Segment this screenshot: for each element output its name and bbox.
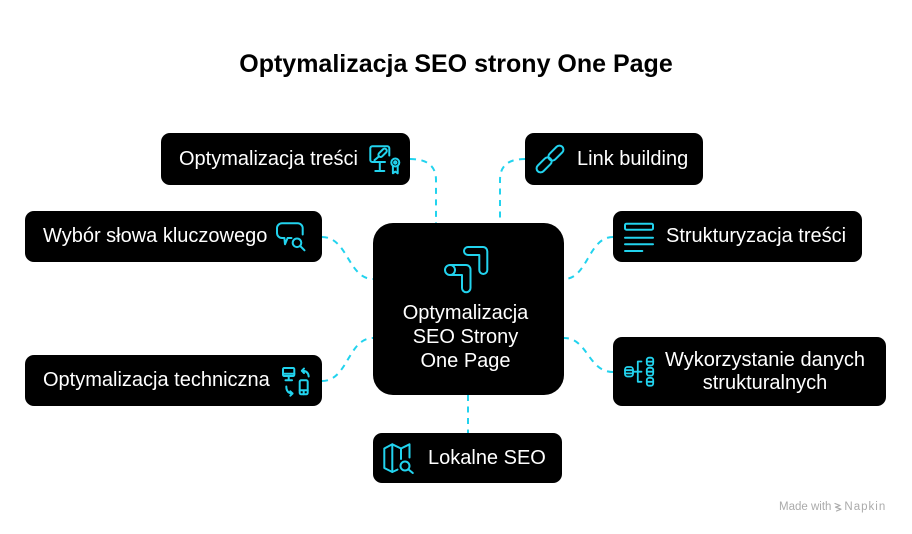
node-keyword-selection: Wybór słowa kluczowego: [25, 211, 322, 262]
node-label: Optymalizacja treści: [179, 147, 358, 170]
hub-label: Optymalizacja SEO Strony One Page: [402, 302, 529, 372]
map-search-icon: [383, 443, 414, 474]
node-label: Strukturyzacja treści: [666, 225, 847, 247]
napkin-logo-icon: [834, 502, 843, 512]
node-local-seo: Lokalne SEO: [373, 433, 562, 483]
watermark: Made with Napkin: [779, 500, 886, 514]
chat-search-icon: [276, 221, 306, 251]
node-content-optimization: Optymalizacja treści: [161, 133, 410, 185]
watermark-brand: Napkin: [844, 501, 887, 513]
node-technical-optimization: Optymalizacja techniczna: [25, 355, 322, 406]
node-label: Link building: [577, 147, 689, 170]
list-structure-icon: [624, 222, 654, 252]
connector-technical-optimization: [321, 337, 374, 382]
connector-link-building: [499, 158, 526, 223]
hub-node: Optymalizacja SEO Strony One Page: [373, 223, 564, 395]
connector-content-structuring: [563, 236, 614, 280]
node-label: Wykorzystanie danych strukturalnych: [665, 348, 865, 394]
device-sync-icon: [282, 366, 310, 397]
node-label: Lokalne SEO: [428, 446, 546, 469]
connector-keyword-selection: [321, 236, 374, 280]
diagram-title: Optymalizacja SEO strony One Page: [239, 50, 673, 78]
node-content-structuring: Strukturyzacja treści: [613, 211, 862, 262]
database-schema-icon: [624, 356, 655, 387]
link-icon: [535, 144, 565, 174]
node-structured-data: Wykorzystanie danych strukturalnych: [613, 337, 886, 406]
node-link-building: Link building: [525, 133, 703, 185]
connector-structured-data: [563, 337, 614, 373]
presentation-award-icon: [369, 145, 401, 175]
watermark-prefix: Made with: [779, 501, 832, 513]
analytics-icon: [444, 246, 489, 294]
connector-content-optimization: [409, 158, 437, 223]
node-label: Wybór słowa kluczowego: [43, 225, 268, 247]
node-label: Optymalizacja techniczna: [43, 369, 270, 391]
